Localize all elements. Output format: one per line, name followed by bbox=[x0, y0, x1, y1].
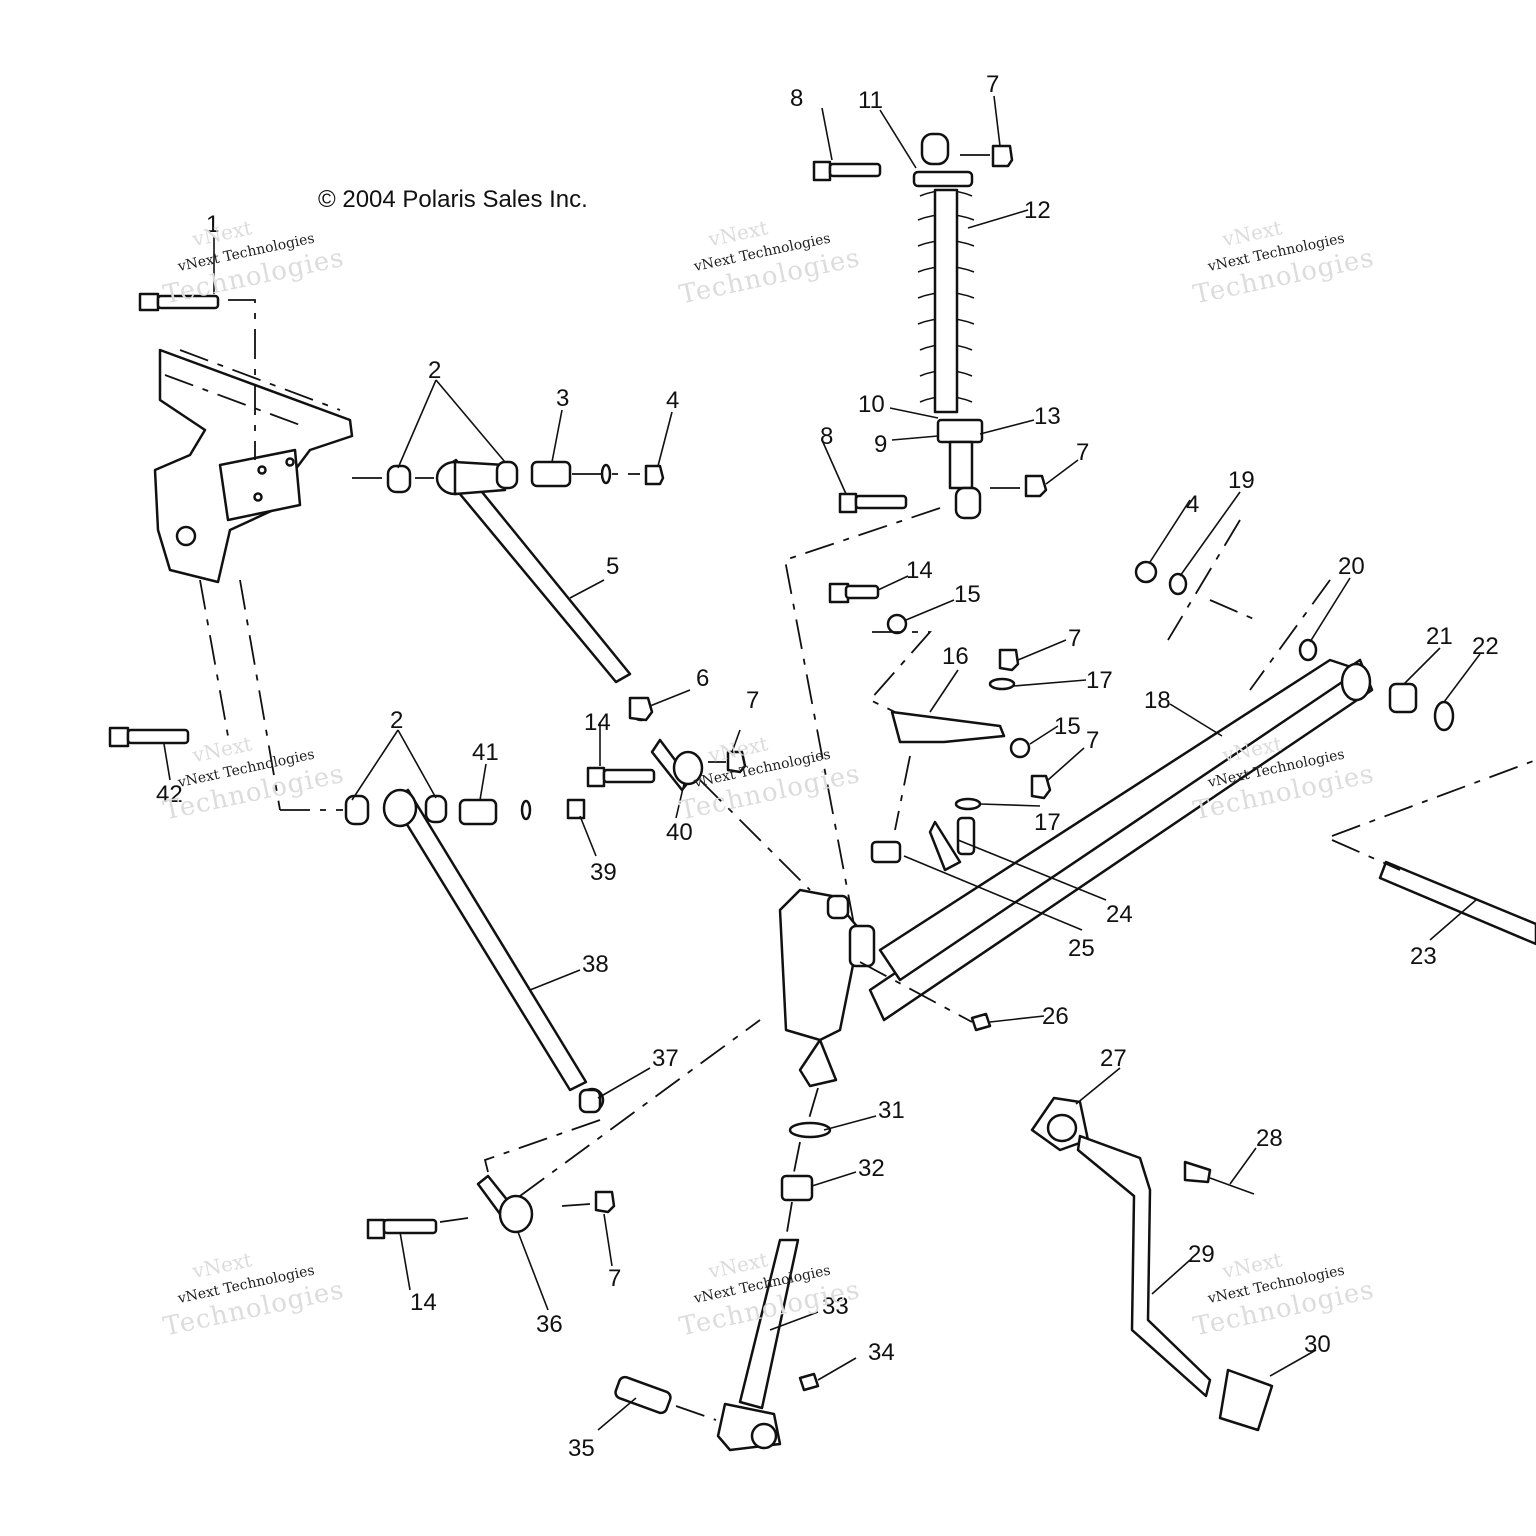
callout-4: 4 bbox=[666, 387, 679, 414]
callout-41: 41 bbox=[472, 739, 499, 766]
callout-2: 2 bbox=[428, 357, 441, 384]
callout-29: 29 bbox=[1188, 1241, 1215, 1268]
callout-42: 42 bbox=[156, 781, 183, 808]
callout-17: 17 bbox=[1086, 667, 1113, 694]
bolt-8-upper bbox=[812, 160, 882, 182]
callout-16: 16 bbox=[942, 643, 969, 670]
callout-26: 26 bbox=[1042, 1003, 1069, 1030]
callout-6: 6 bbox=[696, 665, 709, 692]
bolt-42 bbox=[108, 726, 190, 748]
callout-8: 8 bbox=[820, 423, 833, 450]
lower-a-arm bbox=[344, 788, 605, 1113]
spindle-knuckle bbox=[778, 888, 876, 1088]
callout-14: 14 bbox=[410, 1289, 437, 1316]
callout-38: 38 bbox=[582, 951, 609, 978]
callout-15: 15 bbox=[954, 581, 981, 608]
bolt-8-lower bbox=[838, 492, 908, 514]
callout-32: 32 bbox=[858, 1155, 885, 1182]
callout-19: 19 bbox=[1228, 467, 1255, 494]
callout-2: 2 bbox=[390, 707, 403, 734]
callout-7: 7 bbox=[1086, 727, 1099, 754]
callout-7: 7 bbox=[1076, 439, 1089, 466]
callout-23: 23 bbox=[1410, 943, 1437, 970]
steering-post bbox=[614, 1121, 832, 1452]
callout-31: 31 bbox=[878, 1097, 905, 1124]
trailing-arm bbox=[868, 658, 1455, 1022]
leader-lines bbox=[163, 95, 1481, 1431]
tie-rod-end bbox=[586, 696, 747, 792]
callout-17: 17 bbox=[1034, 809, 1061, 836]
callout-5: 5 bbox=[606, 553, 619, 580]
callout-34: 34 bbox=[868, 1339, 895, 1366]
callout-4: 4 bbox=[1186, 491, 1199, 518]
callout-20: 20 bbox=[1338, 553, 1365, 580]
lower-ball-joint bbox=[366, 1088, 616, 1240]
callout-21: 21 bbox=[1426, 623, 1453, 650]
callout-39: 39 bbox=[590, 859, 617, 886]
callout-28: 28 bbox=[1256, 1125, 1283, 1152]
callout-15: 15 bbox=[1054, 713, 1081, 740]
callout-7: 7 bbox=[746, 687, 759, 714]
callout-14: 14 bbox=[906, 557, 933, 584]
callout-25: 25 bbox=[1068, 935, 1095, 962]
callout-8: 8 bbox=[790, 85, 803, 112]
callout-35: 35 bbox=[568, 1435, 595, 1462]
stabilizer-bar bbox=[1331, 759, 1536, 946]
callout-36: 36 bbox=[536, 1311, 563, 1338]
tie-rod-parts bbox=[828, 560, 1318, 872]
callout-labels: 1 2 3 4 5 6 7 8 11 12 10 13 9 7 8 4 19 2… bbox=[156, 71, 1499, 1462]
callout-18: 18 bbox=[1144, 687, 1171, 714]
callout-1: 1 bbox=[206, 211, 219, 238]
callout-7: 7 bbox=[1068, 625, 1081, 652]
callout-7: 7 bbox=[608, 1265, 621, 1292]
callout-22: 22 bbox=[1472, 633, 1499, 660]
callout-9: 9 bbox=[874, 431, 887, 458]
copyright-notice: © 2004 Polaris Sales Inc. bbox=[318, 186, 588, 213]
callout-3: 3 bbox=[556, 385, 569, 412]
brake-pedal bbox=[1030, 1096, 1274, 1432]
shock-absorber bbox=[912, 132, 1048, 520]
callout-24: 24 bbox=[1106, 901, 1133, 928]
bolt-1 bbox=[138, 292, 220, 312]
callout-30: 30 bbox=[1304, 1331, 1331, 1358]
callout-33: 33 bbox=[822, 1293, 849, 1320]
callout-14: 14 bbox=[584, 709, 611, 736]
callout-10: 10 bbox=[858, 391, 885, 418]
callout-37: 37 bbox=[652, 1045, 679, 1072]
callout-11: 11 bbox=[858, 87, 883, 114]
upper-a-arm bbox=[386, 458, 665, 722]
callout-13: 13 bbox=[1034, 403, 1061, 430]
callout-12: 12 bbox=[1024, 197, 1051, 224]
callout-40: 40 bbox=[666, 819, 693, 846]
callout-7: 7 bbox=[986, 71, 999, 98]
frame-bracket bbox=[153, 348, 354, 584]
callout-27: 27 bbox=[1100, 1045, 1127, 1072]
